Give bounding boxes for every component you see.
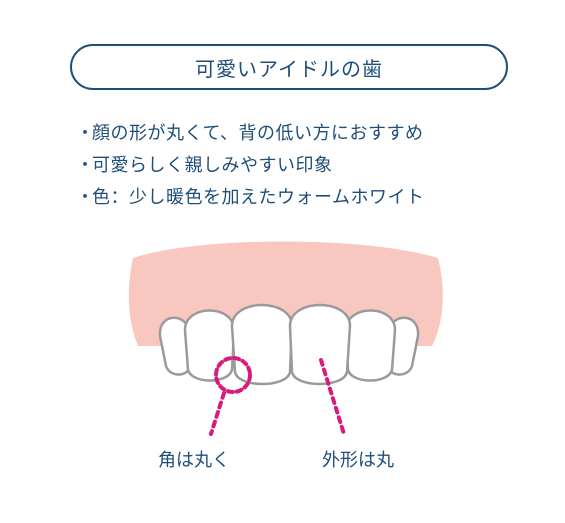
bullet-text: 可愛らしく親しみやすい印象: [92, 155, 333, 176]
list-item: ・顔の形が丸くて、背の低い方におすすめ: [76, 118, 424, 150]
corner-callout-line: [209, 391, 226, 436]
tooth-left-lateral: [183, 309, 236, 382]
tooth-left-central: [230, 303, 294, 386]
bullet-text: 顔の形が丸くて、背の低い方におすすめ: [92, 123, 424, 144]
page-title: 可愛いアイドルの歯: [195, 56, 383, 81]
bullet-marker: ・: [76, 155, 95, 176]
bullet-marker: ・: [76, 187, 95, 208]
list-item: ・色：少し暖色を加えたウォームホワイト: [76, 182, 424, 214]
tooth-right-central: [288, 303, 352, 386]
bullet-marker: ・: [76, 123, 95, 144]
outline-callout-line: [319, 358, 346, 436]
corner-highlight-circle: [214, 356, 252, 394]
outline-callout-label: 外形は丸: [322, 450, 394, 471]
list-item: ・可愛らしく親しみやすい印象: [76, 150, 424, 182]
tooth-right-lateral: [344, 309, 397, 382]
feature-list: ・顔の形が丸くて、背の低い方におすすめ ・可愛らしく親しみやすい印象 ・色：少し…: [76, 118, 424, 214]
title-banner: 可愛いアイドルの歯: [70, 44, 508, 90]
bullet-text: 色：少し暖色を加えたウォームホワイト: [92, 187, 425, 208]
corner-callout-label: 角は丸く: [158, 450, 230, 471]
